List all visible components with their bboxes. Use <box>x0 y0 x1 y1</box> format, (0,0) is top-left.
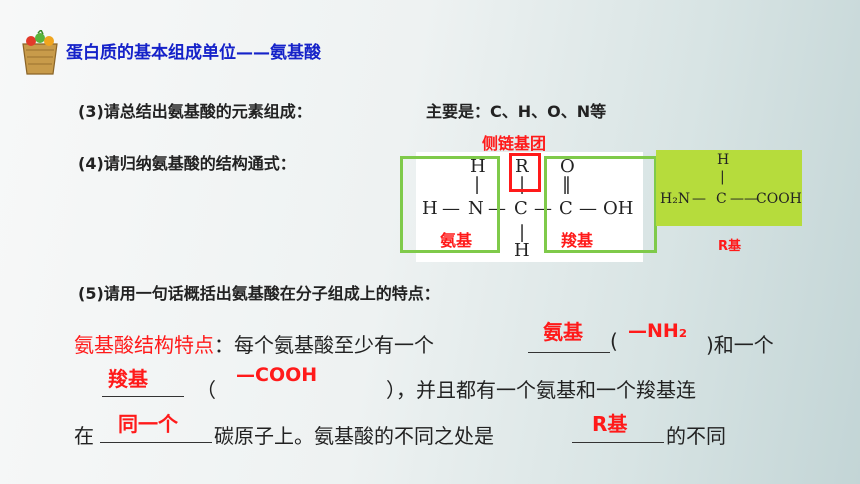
q5-paren-2-open: （ <box>196 378 216 402</box>
structure-formula-panel <box>416 152 643 262</box>
amino-group-label: 氨基 <box>440 231 473 250</box>
question-3-answer: 主要是：C、H、O、N等 <box>426 102 607 121</box>
formula-dash-1: — <box>442 198 460 219</box>
question-4-prompt: (4)请归纳氨基酸的结构通式： <box>78 154 296 173</box>
blank-3 <box>100 420 212 443</box>
structure-formula: H R O | | ‖ H — N — C — C — OH | H <box>416 152 643 262</box>
blank-3-answer: 同一个 <box>118 412 178 436</box>
q5-line-1: 氨基酸结构特点：每个氨基酸至少有一个 <box>74 329 434 358</box>
blank-4-answer: R基 <box>592 412 628 436</box>
formula-h-top: H <box>470 156 486 177</box>
blank-1 <box>528 330 610 353</box>
page-title: 蛋白质的基本组成单位——氨基酸 <box>66 43 321 63</box>
q5-lead: 氨基酸结构特点 <box>74 333 214 357</box>
green-formula-cooh: COOH <box>756 191 802 207</box>
formula-n: N <box>468 198 484 219</box>
formula-o: O <box>560 156 575 177</box>
q5-text-6: 的不同 <box>666 424 726 448</box>
formula-r: R <box>515 156 529 177</box>
green-formula-c: C <box>716 191 727 207</box>
r-group-highlight-box <box>509 153 541 192</box>
r-group-formula-panel: H | H₂N — C —— COOH <box>656 150 802 226</box>
green-formula-dash-b: —— <box>730 191 758 207</box>
blank-2-answer: 羧基 <box>108 367 148 391</box>
formula-h-left: H <box>422 198 438 219</box>
q5-text-2: )和一个 <box>706 333 774 357</box>
formula-bond-v3: | <box>519 222 526 243</box>
carboxyl-group-label: 羧基 <box>561 231 594 250</box>
group-1-formula: —NH₂ <box>628 320 688 342</box>
q5-text-3: ），并且都有一个氨基和一个羧基连 <box>386 378 696 402</box>
formula-c1: C <box>514 198 528 219</box>
formula-bond-v1: | <box>474 174 481 195</box>
r-group-label: R基 <box>718 239 742 254</box>
blank-4 <box>572 420 664 443</box>
blank-1-answer: 氨基 <box>543 320 583 344</box>
formula-bond-v2: | <box>519 174 526 195</box>
formula-oh: OH <box>603 198 634 219</box>
formula-c2: C <box>559 198 573 219</box>
formula-bond-double: ‖ <box>562 174 571 195</box>
blank-2 <box>102 374 184 397</box>
question-5-prompt: (5)请用一句话概括出氨基酸在分子组成上的特点： <box>78 284 440 303</box>
green-formula-dash-a: — <box>692 191 706 207</box>
amino-group-box <box>400 156 500 253</box>
green-formula-h: H <box>717 152 730 168</box>
formula-dash-3: — <box>534 198 552 219</box>
q5-text-4: 在 <box>74 424 94 448</box>
formula-dash-4: — <box>579 198 597 219</box>
q5-text-1: ：每个氨基酸至少有一个 <box>214 333 434 357</box>
question-3-prompt: (3)请总结出氨基酸的元素组成： <box>78 102 312 121</box>
grocery-basket-icon <box>22 30 58 75</box>
green-formula-bond-v: | <box>720 169 725 185</box>
q5-paren-1-open: ( <box>610 329 618 353</box>
carboxyl-group-box <box>544 156 657 253</box>
green-formula-h2n: H₂N <box>660 191 691 207</box>
side-chain-label: 侧链基团 <box>482 134 547 153</box>
formula-h-bottom: H <box>514 240 530 261</box>
q5-text-5: 碳原子上。氨基酸的不同之处是 <box>214 424 494 448</box>
group-2-formula: —COOH <box>236 364 318 386</box>
